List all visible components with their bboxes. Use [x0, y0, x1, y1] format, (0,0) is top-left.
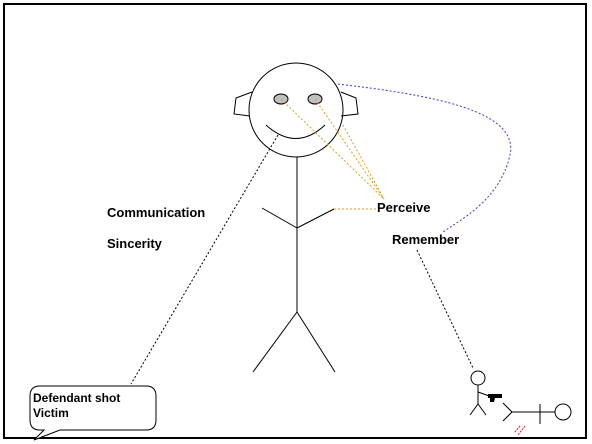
left-ear: [233, 91, 253, 117]
speech-line-1: Defendant shot: [33, 391, 121, 405]
communication-connector: [130, 134, 279, 385]
event-connector: [416, 249, 474, 369]
witness-left-leg: [252, 311, 298, 373]
label-remember: Remember: [392, 232, 460, 247]
blood-marks: [513, 425, 526, 436]
perception-lines: [280, 98, 385, 210]
speech-bubble-text: Defendant shot Victim: [33, 391, 120, 421]
right-ear: [340, 91, 359, 117]
witness-figure: [233, 62, 359, 373]
gun-icon: [488, 394, 502, 402]
witness-left-arm: [261, 207, 298, 229]
label-sincerity: Sincerity: [107, 236, 162, 251]
speech-line-2: Victim: [33, 406, 69, 420]
speech-bubble: [29, 385, 157, 441]
witness-right-leg: [296, 311, 336, 373]
gunman-figure: [469, 370, 493, 416]
victim-figure: [502, 402, 572, 424]
smile: [265, 124, 326, 139]
label-perceive: Perceive: [377, 200, 431, 215]
witness-right-arm: [296, 208, 335, 229]
label-communication: Communication: [107, 205, 206, 220]
witness-head: [248, 62, 344, 158]
memory-arc: [337, 83, 512, 233]
